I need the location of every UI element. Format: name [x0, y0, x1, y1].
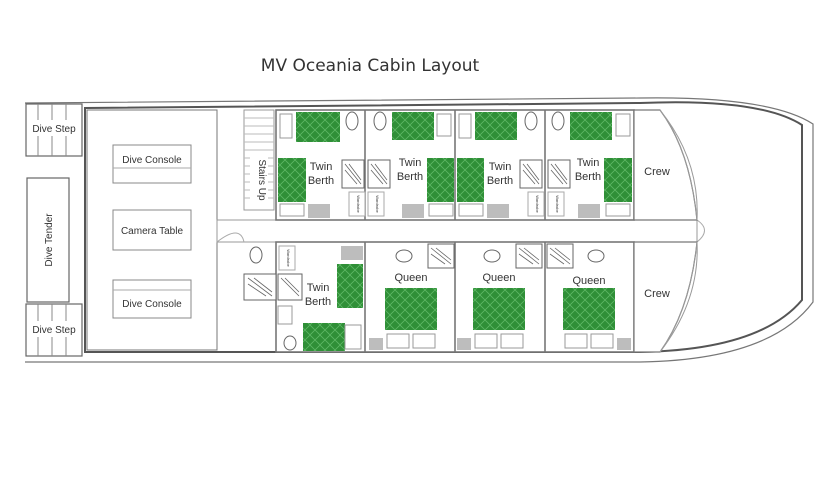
bed — [475, 112, 517, 140]
wardrobe-label: Wardrobe — [286, 249, 291, 267]
bed — [473, 288, 525, 330]
hull-deck-line — [24, 97, 814, 363]
cabin-twin-1: Wardrobe Twin Berth — [278, 111, 366, 218]
cabin-queen-2-label: Queen — [482, 272, 515, 284]
stairs: Stairs Up — [243, 109, 275, 211]
bed — [427, 158, 454, 202]
page-title: MV Oceania Cabin Layout — [260, 56, 480, 76]
wardrobe-label: Wardrobe — [555, 195, 560, 213]
corridor-door-right — [696, 219, 705, 243]
cabin-twin-5: Wardrobe Twin Berth — [277, 245, 363, 351]
dive-console-top: Dive Console — [112, 144, 192, 184]
stairs-label: Stairs Up — [256, 159, 267, 201]
cabin-twin-4-line2: Berth — [575, 171, 601, 183]
cabin-queen-3-label: Queen — [572, 275, 605, 287]
crew-cabin-upper: Crew — [633, 109, 698, 221]
cabin-twin-1-line1: Twin — [310, 161, 333, 173]
crew-lower-label: Crew — [644, 288, 670, 300]
bed — [392, 112, 434, 140]
cabin-twin-2: Wardrobe Twin Berth — [367, 111, 454, 218]
corridor — [216, 219, 698, 243]
dive-step-top-label: Dive Step — [32, 124, 76, 135]
cabin-twin-3-line1: Twin — [489, 161, 512, 173]
cabin-twin-1-line2: Berth — [308, 175, 334, 187]
cabin-twin-3-line2: Berth — [487, 175, 513, 187]
cabin-queen-1: Queen — [369, 243, 455, 350]
bed — [385, 288, 437, 330]
cabin-twin-5-line2: Berth — [305, 296, 331, 308]
cabin-queen-1-label: Queen — [394, 272, 427, 284]
bed — [337, 264, 363, 308]
lower-left-bathroom — [243, 246, 303, 301]
bed — [570, 112, 612, 140]
cabin-queen-3: Queen — [546, 243, 631, 350]
dive-step-bottom: Dive Step — [25, 303, 83, 357]
bed — [278, 158, 306, 202]
dive-step-top: Dive Step — [25, 103, 83, 157]
dive-tender-label: Dive Tender — [44, 213, 55, 267]
bow-inner-line — [659, 109, 698, 353]
dive-tender: Dive Tender — [26, 177, 70, 303]
bed — [604, 158, 632, 202]
cabin-twin-4-line1: Twin — [577, 157, 600, 169]
camera-table: Camera Table — [112, 209, 192, 251]
crew-cabin-lower: Crew — [633, 241, 698, 353]
hull-outline — [84, 101, 803, 353]
cabin-twin-5-line1: Twin — [307, 282, 330, 294]
bed — [563, 288, 615, 330]
bed — [296, 112, 340, 142]
dive-step-bottom-label: Dive Step — [32, 325, 76, 336]
cabin-twin-2-line2: Berth — [397, 171, 423, 183]
wardrobe-label: Wardrobe — [356, 195, 361, 213]
bed — [303, 323, 345, 351]
corridor-door-left — [216, 232, 245, 243]
cabin-twin-2-line1: Twin — [399, 157, 422, 169]
wardrobe-label: Wardrobe — [535, 195, 540, 213]
cabin-queen-2: Queen — [457, 243, 543, 350]
bed — [457, 158, 484, 202]
dive-console-bottom: Dive Console — [112, 279, 192, 319]
cabin-twin-3: Wardrobe Twin Berth — [457, 111, 545, 218]
crew-upper-label: Crew — [644, 166, 670, 178]
dive-console-top-label: Dive Console — [122, 155, 182, 166]
camera-table-label: Camera Table — [121, 226, 184, 237]
dive-console-bottom-label: Dive Console — [122, 299, 182, 310]
cabin-twin-4: Wardrobe Twin Berth — [547, 111, 632, 218]
wardrobe-label: Wardrobe — [375, 195, 380, 213]
